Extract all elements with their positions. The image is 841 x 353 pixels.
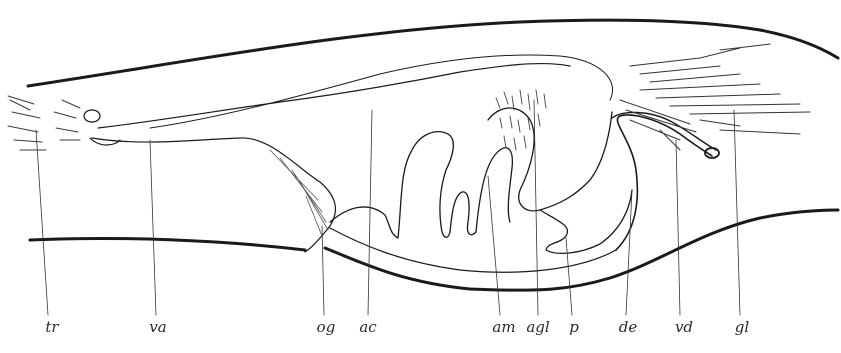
va-duct-lower: [92, 138, 335, 252]
internal-dome: [150, 55, 613, 128]
label-p: p: [569, 318, 579, 336]
label-vd: vd: [675, 318, 693, 336]
central-lobe: [488, 108, 612, 211]
tr-hatching: [8, 96, 80, 150]
label-ac: ac: [359, 318, 376, 336]
tr-circle: [84, 110, 100, 122]
label-tr: tr: [45, 318, 58, 336]
projection-1: [330, 132, 453, 238]
label-de: de: [619, 318, 637, 336]
label-agl: agl: [526, 318, 549, 336]
label-va: va: [149, 318, 166, 336]
gl-hatching: [620, 44, 810, 150]
agl-hatching: [496, 90, 546, 150]
projection-2: [450, 192, 476, 235]
og-hatching: [270, 150, 328, 236]
projection-3: [476, 148, 512, 232]
lower-finger: [540, 190, 632, 253]
body-outline-bottom-left: [30, 238, 305, 250]
va-duct-upper: [98, 64, 570, 128]
label-og: og: [317, 318, 336, 336]
body-outline-bottom-right: [325, 210, 838, 290]
leader-lines: [36, 100, 740, 315]
va-small-curve: [90, 138, 120, 145]
label-am: am: [492, 318, 515, 336]
label-gl: gl: [735, 318, 749, 336]
